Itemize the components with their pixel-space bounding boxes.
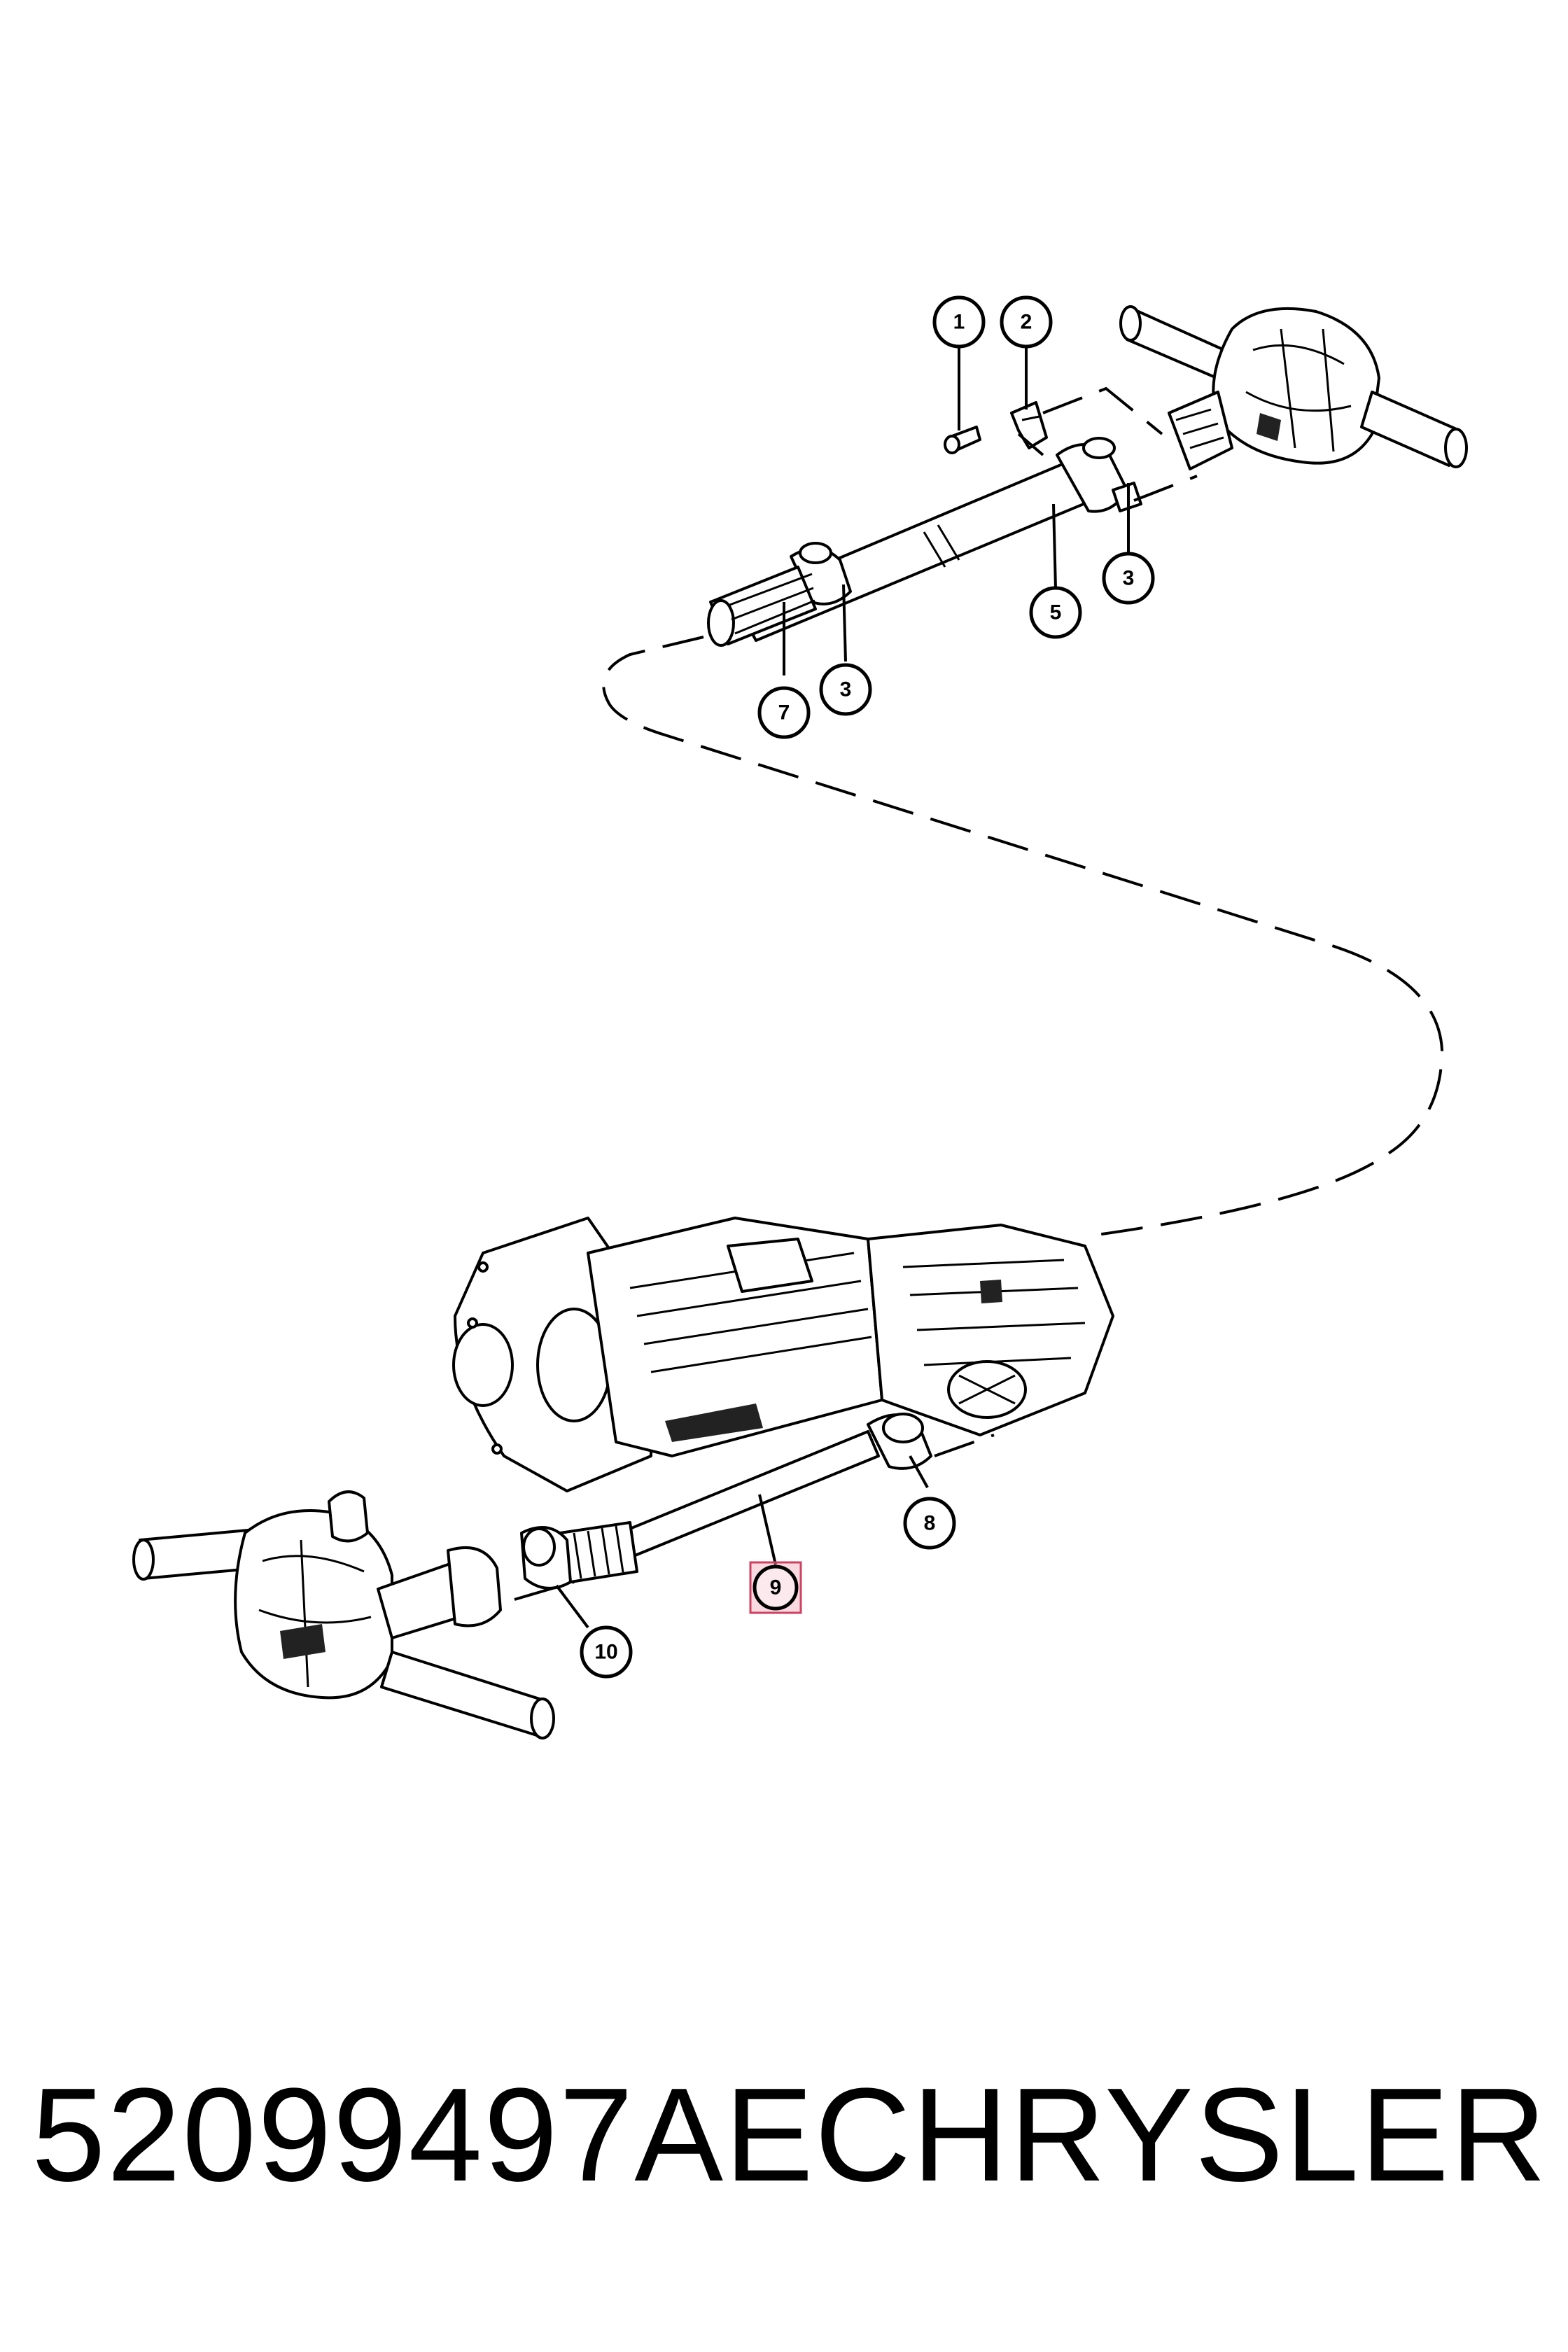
front-driveshaft: [520, 1413, 932, 1590]
callout-3-lower[interactable]: 3: [819, 663, 872, 716]
callout-7-label: 7: [778, 701, 790, 724]
strap-clamp: [1010, 401, 1048, 449]
callout-3-upper[interactable]: 3: [1102, 552, 1155, 605]
rear-driveshaft: [707, 437, 1142, 647]
bolt: [944, 426, 981, 454]
rear-axle-housing: [1119, 305, 1468, 470]
leader-lines: [555, 346, 1130, 1629]
callout-9-highlighted[interactable]: 9: [749, 1561, 802, 1614]
callout-5[interactable]: 5: [1029, 586, 1082, 639]
callout-3-upper-label: 3: [1123, 567, 1135, 590]
callout-8-label: 8: [924, 1512, 936, 1535]
front-axle-housing: [132, 1490, 555, 1740]
part-caption: 52099497AE CHRYSLER: [31, 2058, 1546, 2212]
callout-7[interactable]: 7: [757, 686, 811, 739]
callout-2-label: 2: [1021, 311, 1032, 334]
callout-9-label: 9: [770, 1576, 782, 1600]
part-number: 52099497AE: [31, 2061, 815, 2209]
brand-name: CHRYSLER: [814, 2061, 1548, 2209]
assembly-path-dashed-line: [602, 636, 1444, 1237]
callout-10-label: 10: [594, 1641, 617, 1664]
callout-8[interactable]: 8: [903, 1497, 956, 1550]
front-connection-dashed-line: [514, 1434, 995, 1601]
callout-1-label: 1: [953, 311, 965, 334]
transmission-assembly: [452, 1217, 1114, 1492]
callout-2[interactable]: 2: [1000, 295, 1053, 349]
rear-connection-dashed-line: [1017, 386, 1198, 502]
callout-9-highlight-box: [749, 1561, 802, 1614]
callout-5-label: 5: [1050, 601, 1062, 624]
callout-3-lower-label: 3: [840, 678, 852, 701]
callout-10[interactable]: 10: [580, 1625, 633, 1679]
callout-1[interactable]: 1: [932, 295, 986, 349]
